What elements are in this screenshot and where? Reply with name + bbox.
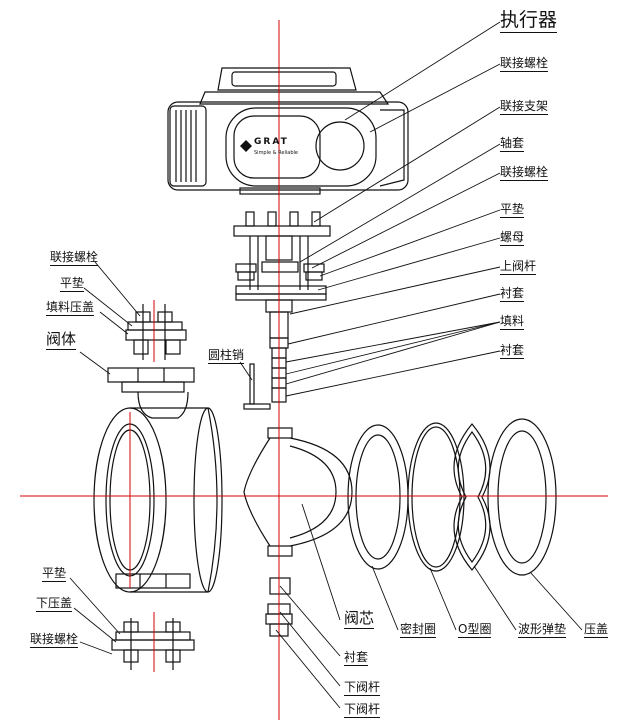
label-connect-bolt-2: 联接螺栓 — [500, 165, 549, 181]
label-bottom-bolt: 联接螺栓 — [30, 632, 79, 648]
valve-core-drawing — [243, 427, 353, 557]
brand-logo-text: GRAT — [254, 137, 289, 147]
label-actuator: 执行器 — [500, 9, 558, 33]
label-o-ring: O型圈 — [458, 622, 492, 638]
label-valve-body: 阀体 — [46, 330, 77, 350]
label-valve-core: 阀芯 — [344, 609, 375, 629]
label-upper-stem: 上阀杆 — [500, 259, 537, 275]
label-lower-gland: 下压盖 — [36, 596, 73, 612]
label-bushing-1: 衬套 — [500, 286, 525, 302]
label-cylinder-pin: 圆柱销 — [208, 348, 245, 364]
gland-cover-drawing — [487, 418, 557, 576]
brand-tagline: Simple & Reliable — [254, 150, 298, 156]
cylinder-pin-drawing — [243, 363, 271, 410]
bracket-drawing — [233, 211, 331, 403]
left-bolt-group-drawing — [125, 304, 187, 360]
actuator-drawing — [167, 67, 409, 195]
seal-ring-drawing — [347, 424, 409, 570]
label-packing: 填料 — [500, 314, 525, 330]
label-nut: 螺母 — [500, 230, 525, 246]
label-bushing-3: 衬套 — [344, 650, 369, 666]
label-connect-bracket: 联接支架 — [500, 99, 549, 115]
o-ring-drawing — [407, 422, 465, 572]
valve-body-drawing — [93, 367, 223, 593]
bottom-bolt-group-drawing — [111, 618, 195, 670]
label-seal-ring: 密封圈 — [400, 622, 437, 638]
center-lines — [20, 20, 608, 720]
label-flat-washer: 平垫 — [500, 202, 525, 218]
leader-lines — [69, 21, 583, 709]
label-packing-gland: 填料压盖 — [46, 300, 95, 316]
label-bushing-2: 衬套 — [500, 343, 525, 359]
label-wave-spring: 波形弹垫 — [518, 622, 567, 638]
label-left-washer: 平垫 — [60, 276, 85, 292]
label-shaft-sleeve: 轴套 — [500, 136, 525, 152]
label-lower-stem-1: 下阀杆 — [344, 680, 381, 696]
label-lower-stem-2: 下阀杆 — [344, 702, 381, 718]
label-left-bolt: 联接螺栓 — [50, 250, 99, 266]
brand-logo — [240, 140, 252, 152]
label-gland-cover: 压盖 — [584, 622, 609, 638]
label-connect-bolt-1: 联接螺栓 — [500, 56, 549, 72]
label-bottom-washer: 平垫 — [42, 566, 67, 582]
